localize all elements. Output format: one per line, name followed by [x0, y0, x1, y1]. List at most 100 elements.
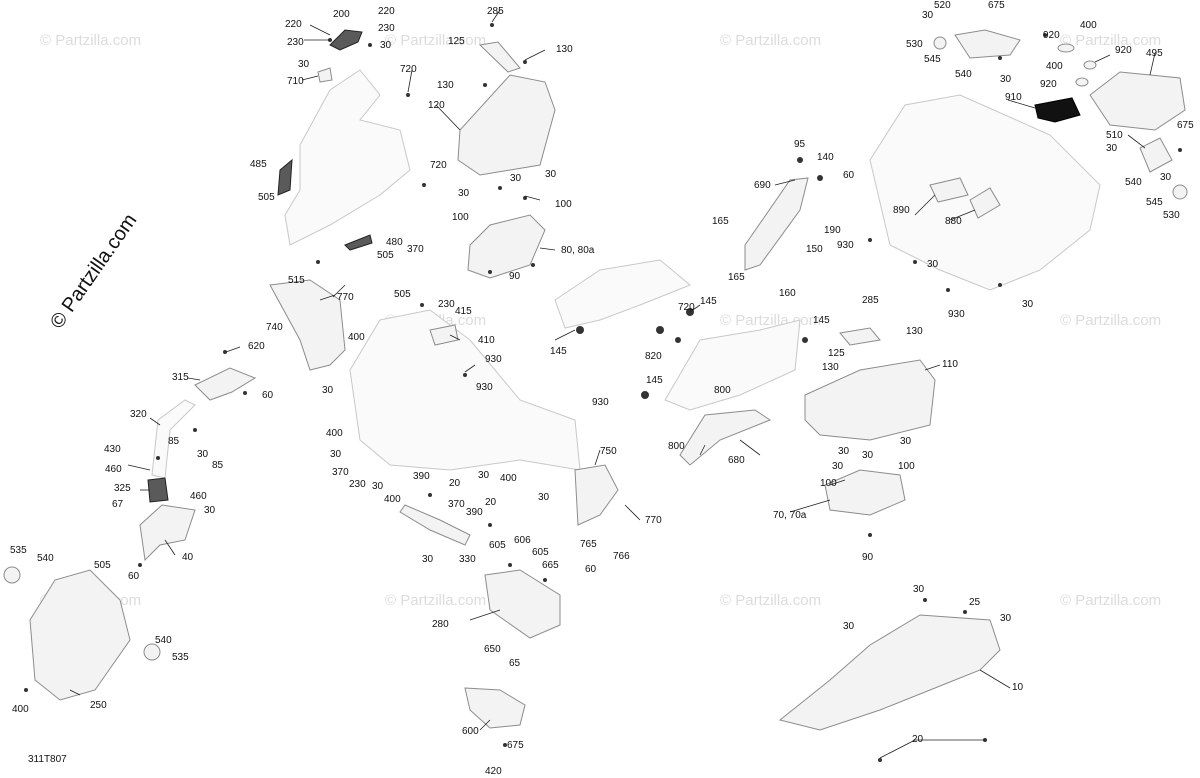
part-495	[1089, 71, 1186, 131]
part-520	[954, 29, 1021, 59]
brand-label: © Partzilla.com	[46, 210, 141, 333]
callout-600: 600	[462, 726, 479, 737]
callout-505: 505	[94, 560, 111, 571]
callout-650: 650	[484, 644, 501, 655]
fastener	[923, 598, 927, 602]
callout-370: 370	[332, 467, 349, 478]
callout-220: 220	[285, 19, 302, 30]
front-fairing-ghost	[284, 69, 411, 246]
callout-30: 30	[197, 449, 209, 460]
callout-315: 315	[172, 372, 189, 383]
callout-460: 460	[105, 464, 122, 475]
watermark: © Partzilla.com	[40, 32, 141, 49]
part-920-c	[1075, 77, 1089, 87]
callout-770: 770	[337, 292, 354, 303]
fastener	[483, 83, 487, 87]
fastener	[488, 523, 492, 527]
callout-30: 30	[204, 505, 216, 516]
callout-30: 30	[900, 436, 912, 447]
callout-400: 400	[1080, 20, 1097, 31]
callout-545: 545	[1146, 197, 1163, 208]
parts-layer	[3, 29, 1188, 731]
callout-30: 30	[478, 470, 490, 481]
part-125-right	[839, 327, 881, 346]
callout-400: 400	[384, 494, 401, 505]
callout-125: 125	[448, 36, 465, 47]
callout-720: 720	[400, 64, 417, 75]
callout-605: 605	[532, 547, 549, 558]
fastener	[24, 688, 28, 692]
fastener	[868, 238, 872, 242]
callout-530: 530	[1163, 210, 1180, 221]
callout-160: 160	[779, 288, 796, 299]
callout-30: 30	[458, 188, 470, 199]
callout-230: 230	[349, 479, 366, 490]
callout-505: 505	[377, 250, 394, 261]
fastener	[428, 493, 432, 497]
callout-100: 100	[555, 199, 572, 210]
part-280	[484, 569, 561, 639]
part-315	[194, 367, 257, 401]
part-740	[269, 279, 346, 371]
callout-30: 30	[298, 59, 310, 70]
callout-285: 285	[862, 295, 879, 306]
callout-545: 545	[924, 54, 941, 65]
callout-30: 30	[422, 554, 434, 565]
watermark: © Partzilla.com	[1060, 32, 1161, 49]
fastener	[508, 563, 512, 567]
part-325	[147, 477, 169, 503]
callout-675: 675	[988, 0, 1005, 11]
callout-540: 540	[955, 69, 972, 80]
callout-80: 80, 80a	[561, 245, 595, 256]
callout-110: 110	[942, 359, 958, 370]
callout-400: 400	[12, 704, 29, 715]
callout-250: 250	[90, 700, 107, 711]
fastener	[420, 303, 424, 307]
callout-480: 480	[386, 237, 403, 248]
callout-30: 30	[1106, 143, 1118, 154]
part-530-right	[1172, 184, 1188, 200]
callout-20: 20	[912, 734, 924, 745]
fastener	[156, 456, 160, 460]
fastener	[998, 56, 1002, 60]
callout-675: 675	[507, 740, 524, 751]
callout-330: 330	[459, 554, 476, 565]
callout-320: 320	[130, 409, 147, 420]
callout-60: 60	[843, 170, 855, 181]
callout-800: 800	[668, 441, 685, 452]
callout-606: 606	[514, 535, 531, 546]
watermark: © Partzilla.com	[720, 592, 821, 609]
callout-190: 190	[824, 225, 841, 236]
callout-30: 30	[380, 40, 392, 51]
fastener	[498, 186, 502, 190]
callout-505: 505	[394, 289, 411, 300]
callout-60: 60	[128, 571, 140, 582]
callout-325: 325	[114, 483, 131, 494]
callout-145: 145	[550, 346, 567, 357]
callout-85: 85	[212, 460, 224, 471]
center-console-ghost	[349, 309, 581, 471]
fastener	[503, 743, 507, 747]
callout-60: 60	[585, 564, 597, 575]
callout-495: 495	[1146, 48, 1163, 59]
callout-680: 680	[728, 455, 745, 466]
fastener	[963, 610, 967, 614]
side-panel-ghost	[554, 259, 691, 329]
callout-30: 30	[913, 584, 925, 595]
fastener	[878, 758, 882, 762]
fastener	[422, 183, 426, 187]
callout-370: 370	[407, 244, 424, 255]
part-10	[778, 614, 1001, 731]
fastener	[138, 563, 142, 567]
callout-120: 120	[428, 100, 445, 111]
callout-400: 400	[348, 332, 365, 343]
fastener	[523, 60, 527, 64]
fastener	[868, 533, 872, 537]
part-485	[277, 158, 293, 196]
callout-890: 890	[893, 205, 910, 216]
watermark: © Partzilla.com	[385, 32, 486, 49]
fastener	[913, 260, 917, 264]
callout-20: 20	[485, 497, 497, 508]
callout-675: 675	[1177, 120, 1194, 131]
fastener	[802, 337, 808, 343]
